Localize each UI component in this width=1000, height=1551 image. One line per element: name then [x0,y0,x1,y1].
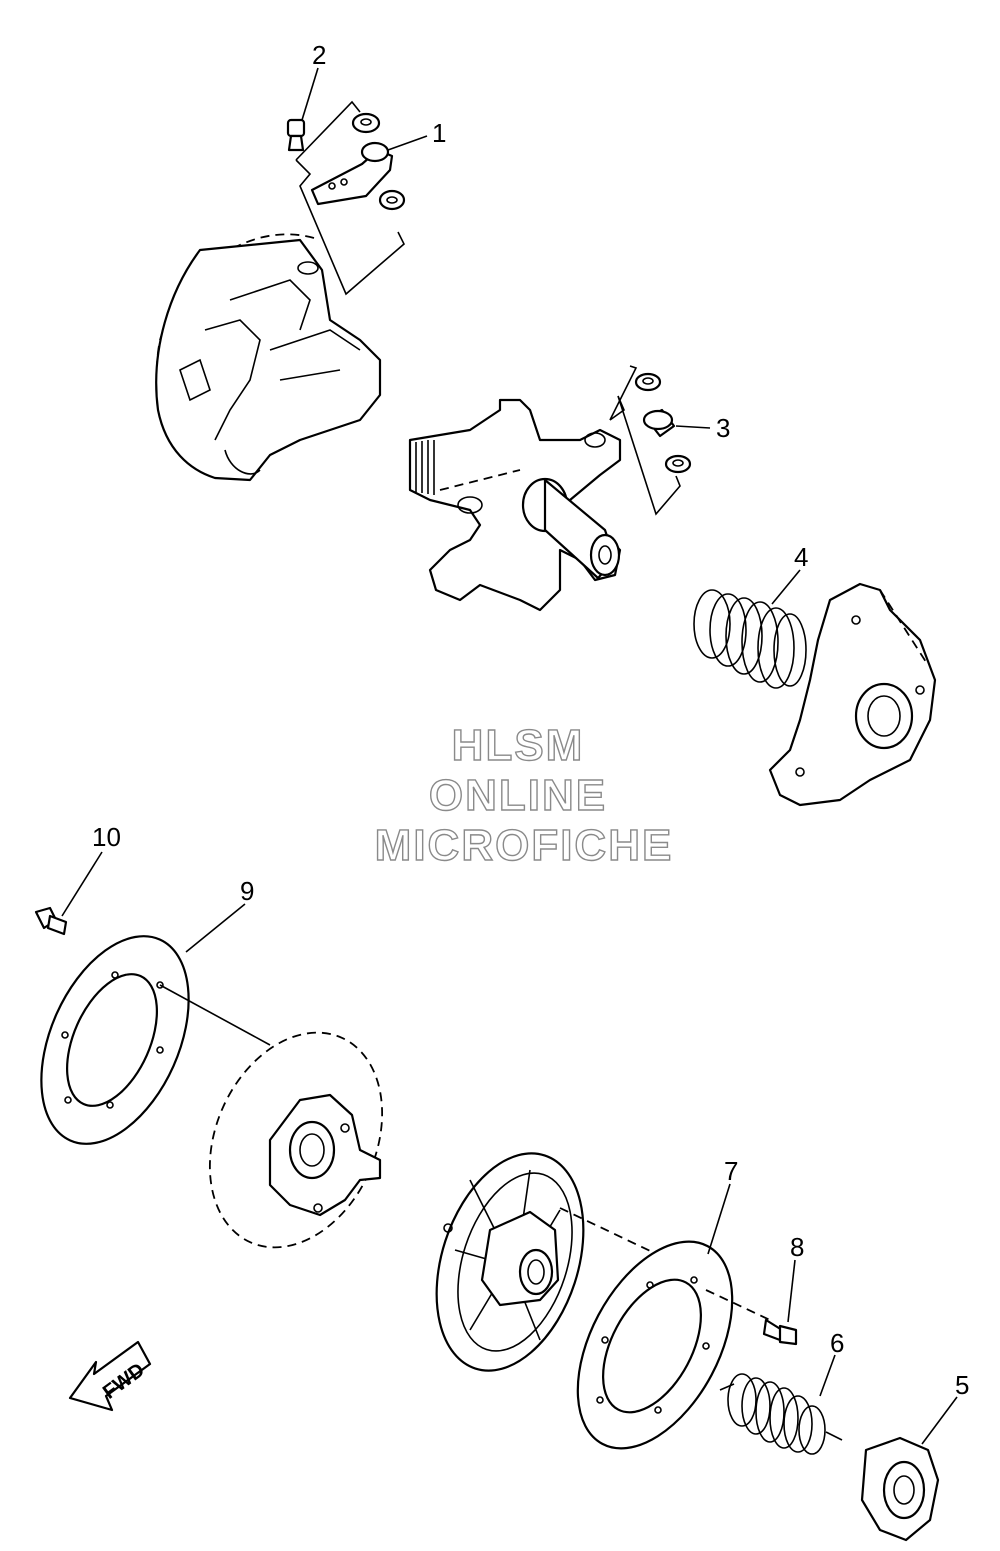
part-primary-sheave[interactable] [411,1134,610,1389]
leader-lines [61,67,958,1445]
roller-group [609,365,692,516]
part-movable-sheave[interactable] [155,233,382,482]
part-washer-top[interactable] [351,112,381,134]
part-spring-4[interactable] [693,589,807,689]
part-fixed-sheave[interactable] [177,1005,414,1275]
part-washer-a[interactable] [634,372,662,392]
weight-arm-group [286,100,406,296]
part-gasket-7[interactable] [546,1216,764,1474]
callout-7: 7 [724,1156,738,1186]
part-washer-lower[interactable] [378,189,406,211]
part-cam-cover[interactable] [768,582,937,807]
part-spider-shaft[interactable] [408,398,622,612]
fwd-arrow-icon: FWD [68,1340,152,1412]
callout-3: 3 [716,413,730,443]
watermark-line-1: HLSM [452,721,585,770]
callout-1: 1 [432,118,446,148]
callout-6: 6 [830,1328,844,1358]
part-bolt-2[interactable] [286,118,306,152]
callout-2: 2 [312,40,326,70]
callout-5: 5 [955,1370,969,1400]
watermark-line-3: MICROFICHE [375,821,674,870]
part-bolt-10[interactable] [34,906,68,936]
callout-10: 10 [92,822,121,852]
part-spring-seat-5[interactable] [860,1436,940,1542]
part-weight-arm-1[interactable] [310,141,394,206]
part-gasket-9[interactable] [12,913,218,1166]
callout-numbers: 2 1 3 4 9 10 7 8 6 5 [92,40,969,1400]
part-spring-6[interactable] [719,1373,843,1455]
watermark: HLSM ONLINE MICROFICHE [374,720,674,870]
part-bolt-8[interactable] [762,1318,798,1346]
part-washer-b[interactable] [664,454,692,474]
callout-9: 9 [240,876,254,906]
watermark-line-2: ONLINE [429,771,607,820]
callout-8: 8 [790,1232,804,1262]
part-roller-3[interactable] [642,408,676,438]
callout-4: 4 [794,542,808,572]
